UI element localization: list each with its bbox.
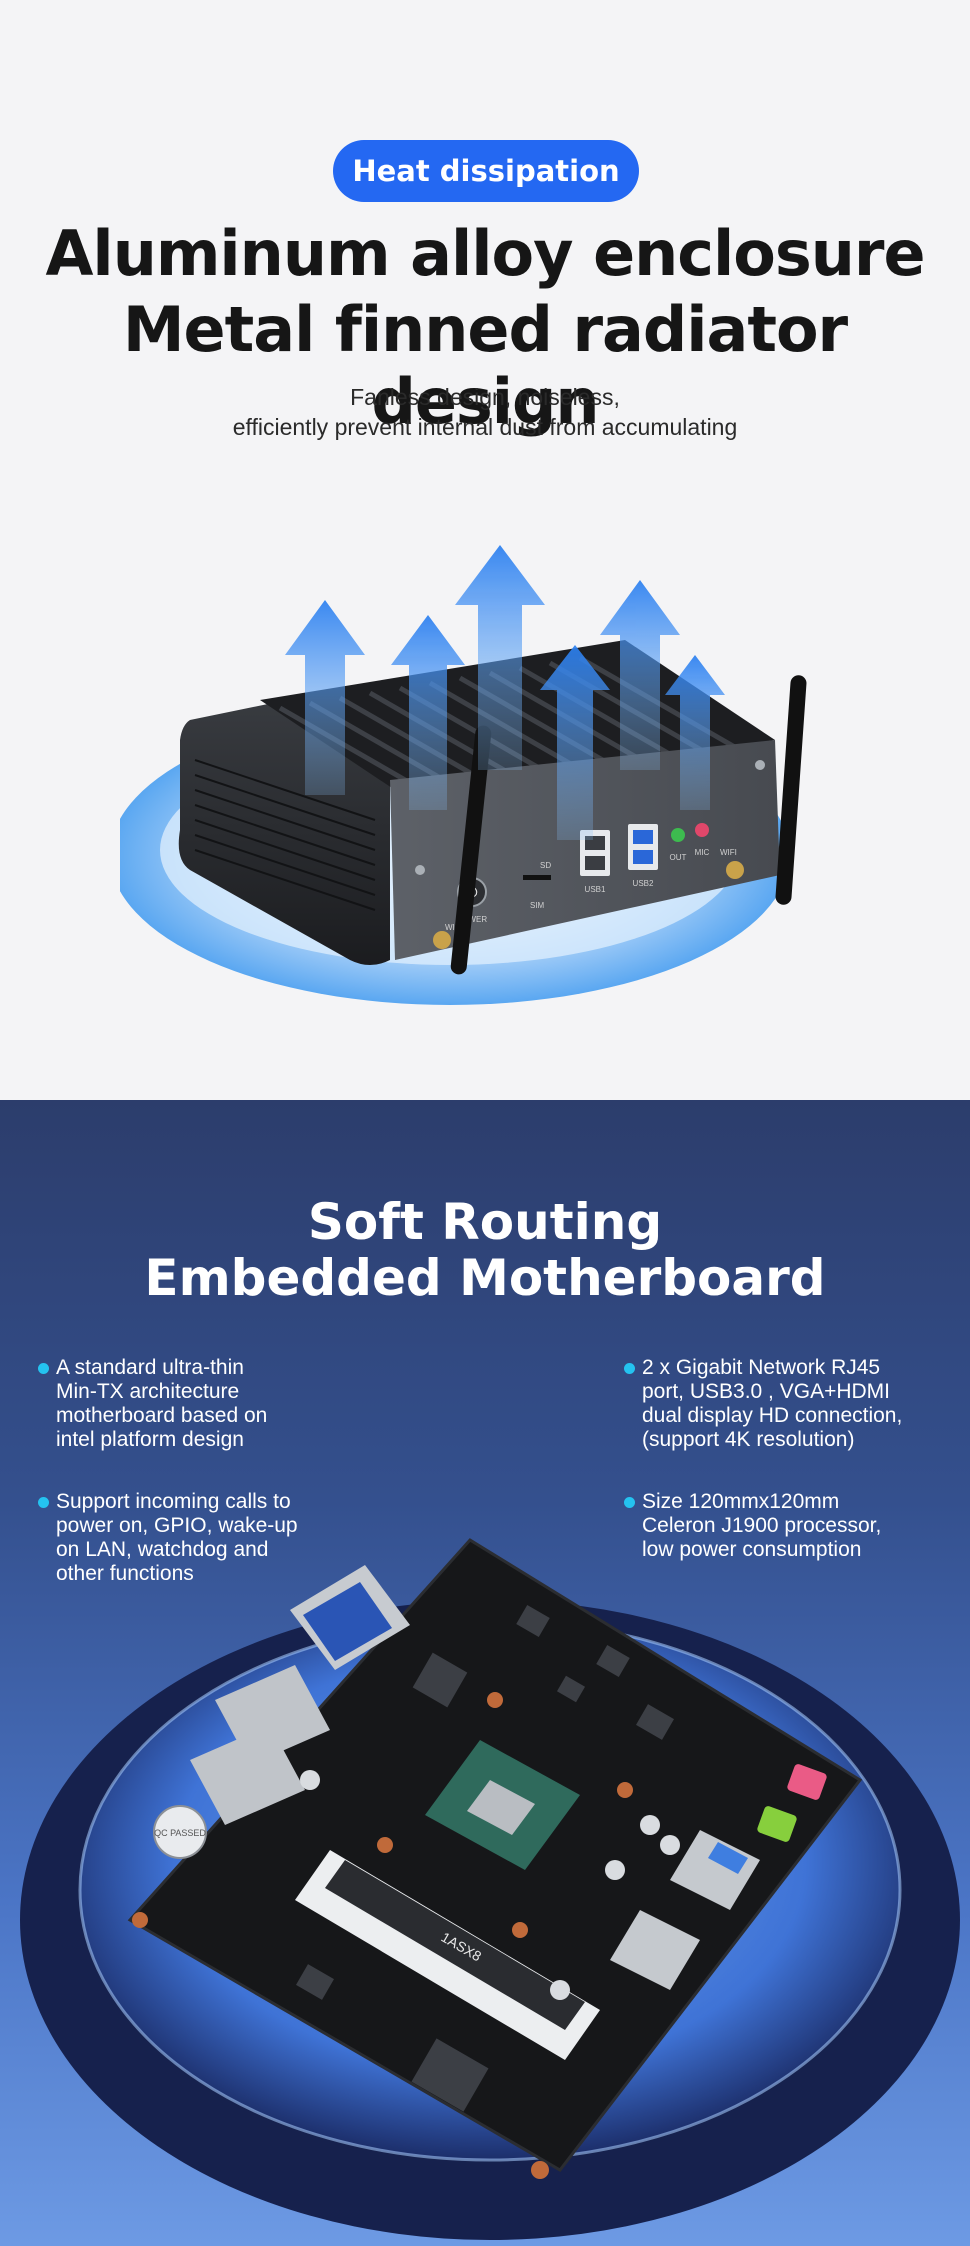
- feature-line: on LAN, watchdog and: [56, 1538, 269, 1561]
- screw-icon: [415, 865, 425, 875]
- feature-item: A standard ultra-thin Min-TX architectur…: [38, 1356, 358, 1456]
- usb3-insert: [708, 1842, 748, 1874]
- usb-port-right-1: [670, 1830, 760, 1910]
- qc-passed-badge: QC PASSED: [153, 1805, 207, 1859]
- heat-arrows: [285, 545, 725, 840]
- feature-line: A standard ultra-thin: [56, 1356, 244, 1379]
- arrow-up-icon: [455, 545, 545, 770]
- rj45-port-2: [190, 1725, 305, 1825]
- audio-jack-green: [757, 1806, 797, 1842]
- bullet-dot-icon: [38, 1363, 49, 1374]
- arrow-up-icon: [391, 615, 465, 810]
- case-side-grooves: [194, 759, 376, 911]
- bullet-dot-icon: [38, 1497, 49, 1508]
- feature-line: dual display HD connection,: [642, 1404, 903, 1427]
- arrow-up-icon: [540, 645, 610, 840]
- motherboard-illustration: 1ASX8 QC PASSED: [20, 1538, 960, 2240]
- board-components: [296, 1604, 674, 2112]
- feature-line: low power consumption: [642, 1538, 862, 1561]
- cpu-die: [467, 1780, 535, 1835]
- usb2-port-label: USB2: [633, 879, 654, 888]
- feature-line: Min-TX architecture: [56, 1380, 240, 1403]
- wifi-right-label: WIFI: [720, 848, 737, 857]
- feature-line: motherboard based on: [56, 1404, 268, 1427]
- feature-line: port, USB3.0 , VGA+HDMI: [642, 1380, 891, 1403]
- arrow-up-icon: [600, 580, 680, 770]
- antenna-right: [726, 675, 807, 905]
- out-port-label: OUT: [670, 853, 687, 862]
- usb1-port-label: USB1: [585, 885, 606, 894]
- mic-port-label: MIC: [695, 848, 710, 857]
- feature-line: 2 x Gigabit Network RJ45: [642, 1356, 881, 1379]
- power-port-label: POWER: [457, 915, 487, 924]
- feature-line: (support 4K resolution): [642, 1428, 855, 1451]
- feature-item: Support incoming calls to power on, GPIO…: [38, 1490, 358, 1590]
- feature-line: Celeron J1900 processor,: [642, 1514, 882, 1537]
- sd-port-label: SD: [540, 861, 551, 870]
- feature-line: intel platform design: [56, 1428, 244, 1451]
- capacitors: [300, 1770, 680, 2000]
- bullet-dot-icon: [624, 1363, 635, 1374]
- audio-jack-pink: [787, 1764, 827, 1800]
- feature-line: Size 120mmx120mm: [642, 1490, 840, 1513]
- usb-port-right-2: [610, 1910, 700, 1990]
- antenna-left: [433, 725, 492, 975]
- bullet-dot-icon: [624, 1497, 635, 1508]
- heat-title-line-1: Aluminum alloy enclosure: [45, 217, 925, 290]
- arrow-up-icon: [665, 655, 725, 810]
- mic-jack: [695, 823, 709, 837]
- heat-subtitle-line-1: Fanless design, noiseless,: [350, 384, 620, 410]
- feature-line: Support incoming calls to: [56, 1490, 291, 1513]
- sim-port-label: SIM: [530, 901, 545, 910]
- qc-badge-text: QC PASSED: [154, 1828, 206, 1838]
- feature-item: Size 120mmx120mm Celeron J1900 processor…: [624, 1490, 954, 1570]
- feature-line: other functions: [56, 1562, 194, 1585]
- board-title-line-2: Embedded Motherboard: [144, 1249, 826, 1307]
- screw-icon: [755, 760, 765, 770]
- audio-out-jack: [671, 828, 685, 842]
- arrow-up-icon: [285, 600, 365, 795]
- feature-line: power on, GPIO, wake-up: [56, 1514, 298, 1537]
- wifi-left-label: WIFI: [445, 923, 462, 932]
- heat-dissipation-badge: Heat dissipation: [333, 140, 639, 202]
- mounting-holes: [132, 1692, 633, 2179]
- heat-subtitle-line-2: efficiently prevent internal dust from a…: [232, 414, 738, 440]
- mini-pc-illustration: ⏻ POWER SIM SD USB1 USB2 OUT MIC WIFI WI…: [120, 545, 807, 1005]
- feature-item: 2 x Gigabit Network RJ45 port, USB3.0 , …: [624, 1356, 954, 1456]
- heat-title-line-2: Metal finned radiator design: [122, 293, 848, 438]
- board-title-line-1: Soft Routing: [307, 1193, 663, 1251]
- sim-slot: [523, 875, 551, 880]
